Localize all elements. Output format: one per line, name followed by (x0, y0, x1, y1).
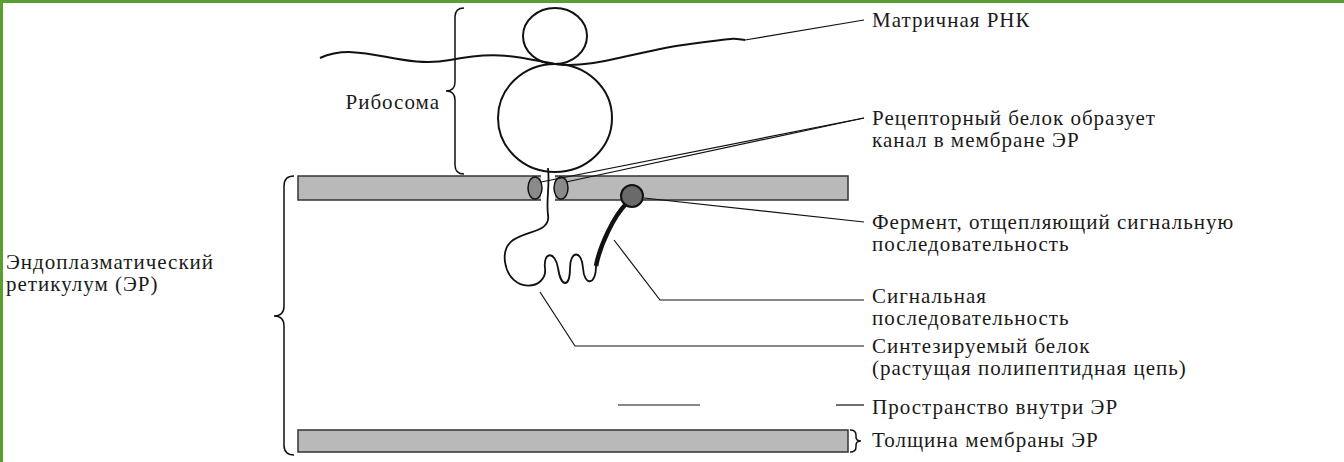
part-label: Рецепторный белок образует канал в мембр… (872, 107, 1202, 151)
part-label: Пространство внутри ЭР (872, 396, 1118, 418)
part-label: Синтезируемый белок (растущая полипептид… (872, 335, 1252, 379)
ribosome-small-subunit (523, 8, 587, 64)
leader-line (614, 240, 864, 300)
part-label: Рибосома (345, 91, 440, 113)
leader-line (541, 118, 864, 182)
signal-sequence (596, 204, 626, 266)
receptor-protein (528, 177, 542, 199)
mrna-strand (320, 39, 745, 65)
part-label: Толщина мембраны ЭР (872, 429, 1099, 451)
brace (274, 176, 294, 455)
leader-line (618, 404, 700, 405)
er-membrane (298, 176, 848, 200)
brace (850, 430, 861, 452)
leader-line (540, 292, 864, 346)
er-membrane (298, 430, 848, 452)
leader-line (566, 118, 864, 182)
leader-line (745, 20, 864, 40)
leader-line (836, 404, 864, 405)
brace (446, 8, 464, 174)
slide-border (0, 0, 1344, 3)
part-label: Фермент, отщепляющий сигнальную последов… (872, 211, 1272, 255)
ribosome-large-subunit (498, 64, 612, 172)
polypeptide-chain (505, 168, 596, 286)
slide-border (0, 0, 3, 462)
part-label: Сигнальная последовательность (872, 285, 1070, 329)
receptor-protein (554, 177, 568, 199)
leader-line (644, 198, 864, 222)
part-label: Эндоплазматический ретикулум (ЭР) (6, 251, 214, 295)
part-label: Матричная РНК (872, 9, 1031, 31)
